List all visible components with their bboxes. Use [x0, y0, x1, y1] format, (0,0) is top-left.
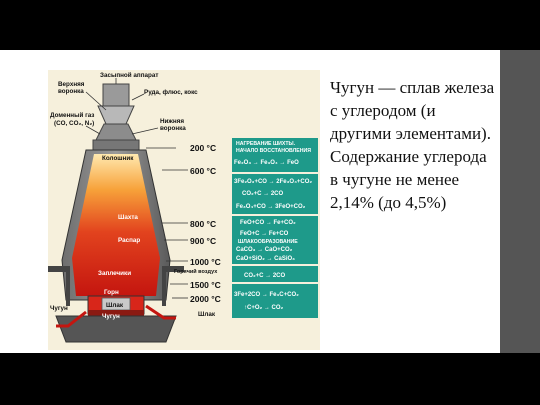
- reaction-4: Fe₃O₄+CO → 3FeO+CO₂: [236, 204, 306, 210]
- label-tuyeres: Заплечики: [98, 270, 131, 277]
- label-throat: Колошник: [102, 155, 134, 162]
- reactions-panel: НАГРЕВАНИЕ ШИХТЫ. НАЧАЛО ВОССТАНОВЛЕНИЯ …: [232, 138, 318, 318]
- label-iron-box: Чугун: [102, 313, 120, 320]
- slide-body-text: Чугун — сплав железа с углеродом (и друг…: [330, 78, 495, 212]
- temp-900: 900 °C: [190, 236, 216, 246]
- label-hearth: Горн: [104, 289, 119, 296]
- reaction-10: 3Fe+2CO → Fe₃C+CO₂: [234, 292, 299, 298]
- label-bottom-cone-2: воронка: [160, 125, 186, 132]
- tap-holes: [56, 304, 176, 328]
- label-top-cone-2: воронка: [58, 88, 84, 95]
- temp-2000: 2000 °C: [190, 294, 221, 304]
- label-slag-right: Шлак: [198, 311, 216, 318]
- hot-air-pipes: [48, 266, 184, 306]
- reaction-9: CO₂+C → 2CO: [244, 273, 286, 279]
- reaction-6: FeO+C → Fe+CO: [240, 231, 289, 237]
- blast-furnace-diagram: Засыпной аппарат Верхняя воронка Руда, ф…: [48, 70, 320, 350]
- slide-sidebar: [500, 50, 540, 353]
- temp-1000: 1000 °C: [190, 257, 221, 267]
- temp-800: 800 °C: [190, 219, 216, 229]
- label-gas-2: (CO, CO₂, N₂): [54, 120, 94, 127]
- slag-title: ШЛАКООБРАЗОВАНИЕ: [238, 239, 298, 245]
- reaction-2: 3Fe₂O₃+CO → 2Fe₃O₄+CO₂: [234, 179, 312, 185]
- charging-apparatus: [92, 83, 140, 151]
- reaction-7: CaCO₃ → CaO+CO₂: [236, 247, 293, 253]
- reaction-11: ↑C+O₂ → CO₂: [244, 305, 284, 311]
- temp-600: 600 °C: [190, 166, 216, 176]
- temp-1500: 1500 °C: [190, 280, 221, 290]
- reaction-1: Fe₂O₃ → Fe₃O₄ → FeO: [234, 160, 299, 166]
- leader-lines: [85, 78, 188, 299]
- label-slag-box: Шлак: [106, 302, 124, 309]
- label-hot-air: Горячий воздух: [174, 268, 218, 275]
- label-gas-1: Доменный газ: [50, 111, 94, 119]
- reaction-5: FeO+CO → Fe+CO₂: [240, 220, 296, 226]
- heating-title-2: НАЧАЛО ВОССТАНОВЛЕНИЯ: [236, 148, 311, 154]
- label-shaft: Шахта: [118, 214, 138, 221]
- label-iron-left: Чугун: [50, 305, 68, 312]
- label-loader: Засыпной аппарат: [100, 71, 158, 79]
- label-top-cone-1: Верхняя: [58, 81, 85, 88]
- reaction-3: CO₂+C → 2CO: [242, 191, 284, 197]
- temp-200: 200 °C: [190, 143, 216, 153]
- label-ore: Руда, флюс, кокс: [144, 89, 198, 96]
- label-bottom-cone-1: Нижняя: [160, 118, 184, 125]
- heating-title-1: НАГРЕВАНИЕ ШИХТЫ.: [236, 141, 296, 147]
- reaction-8: CaO+SiO₂ → CaSiO₃: [236, 256, 295, 262]
- label-bosh: Распар: [118, 237, 140, 244]
